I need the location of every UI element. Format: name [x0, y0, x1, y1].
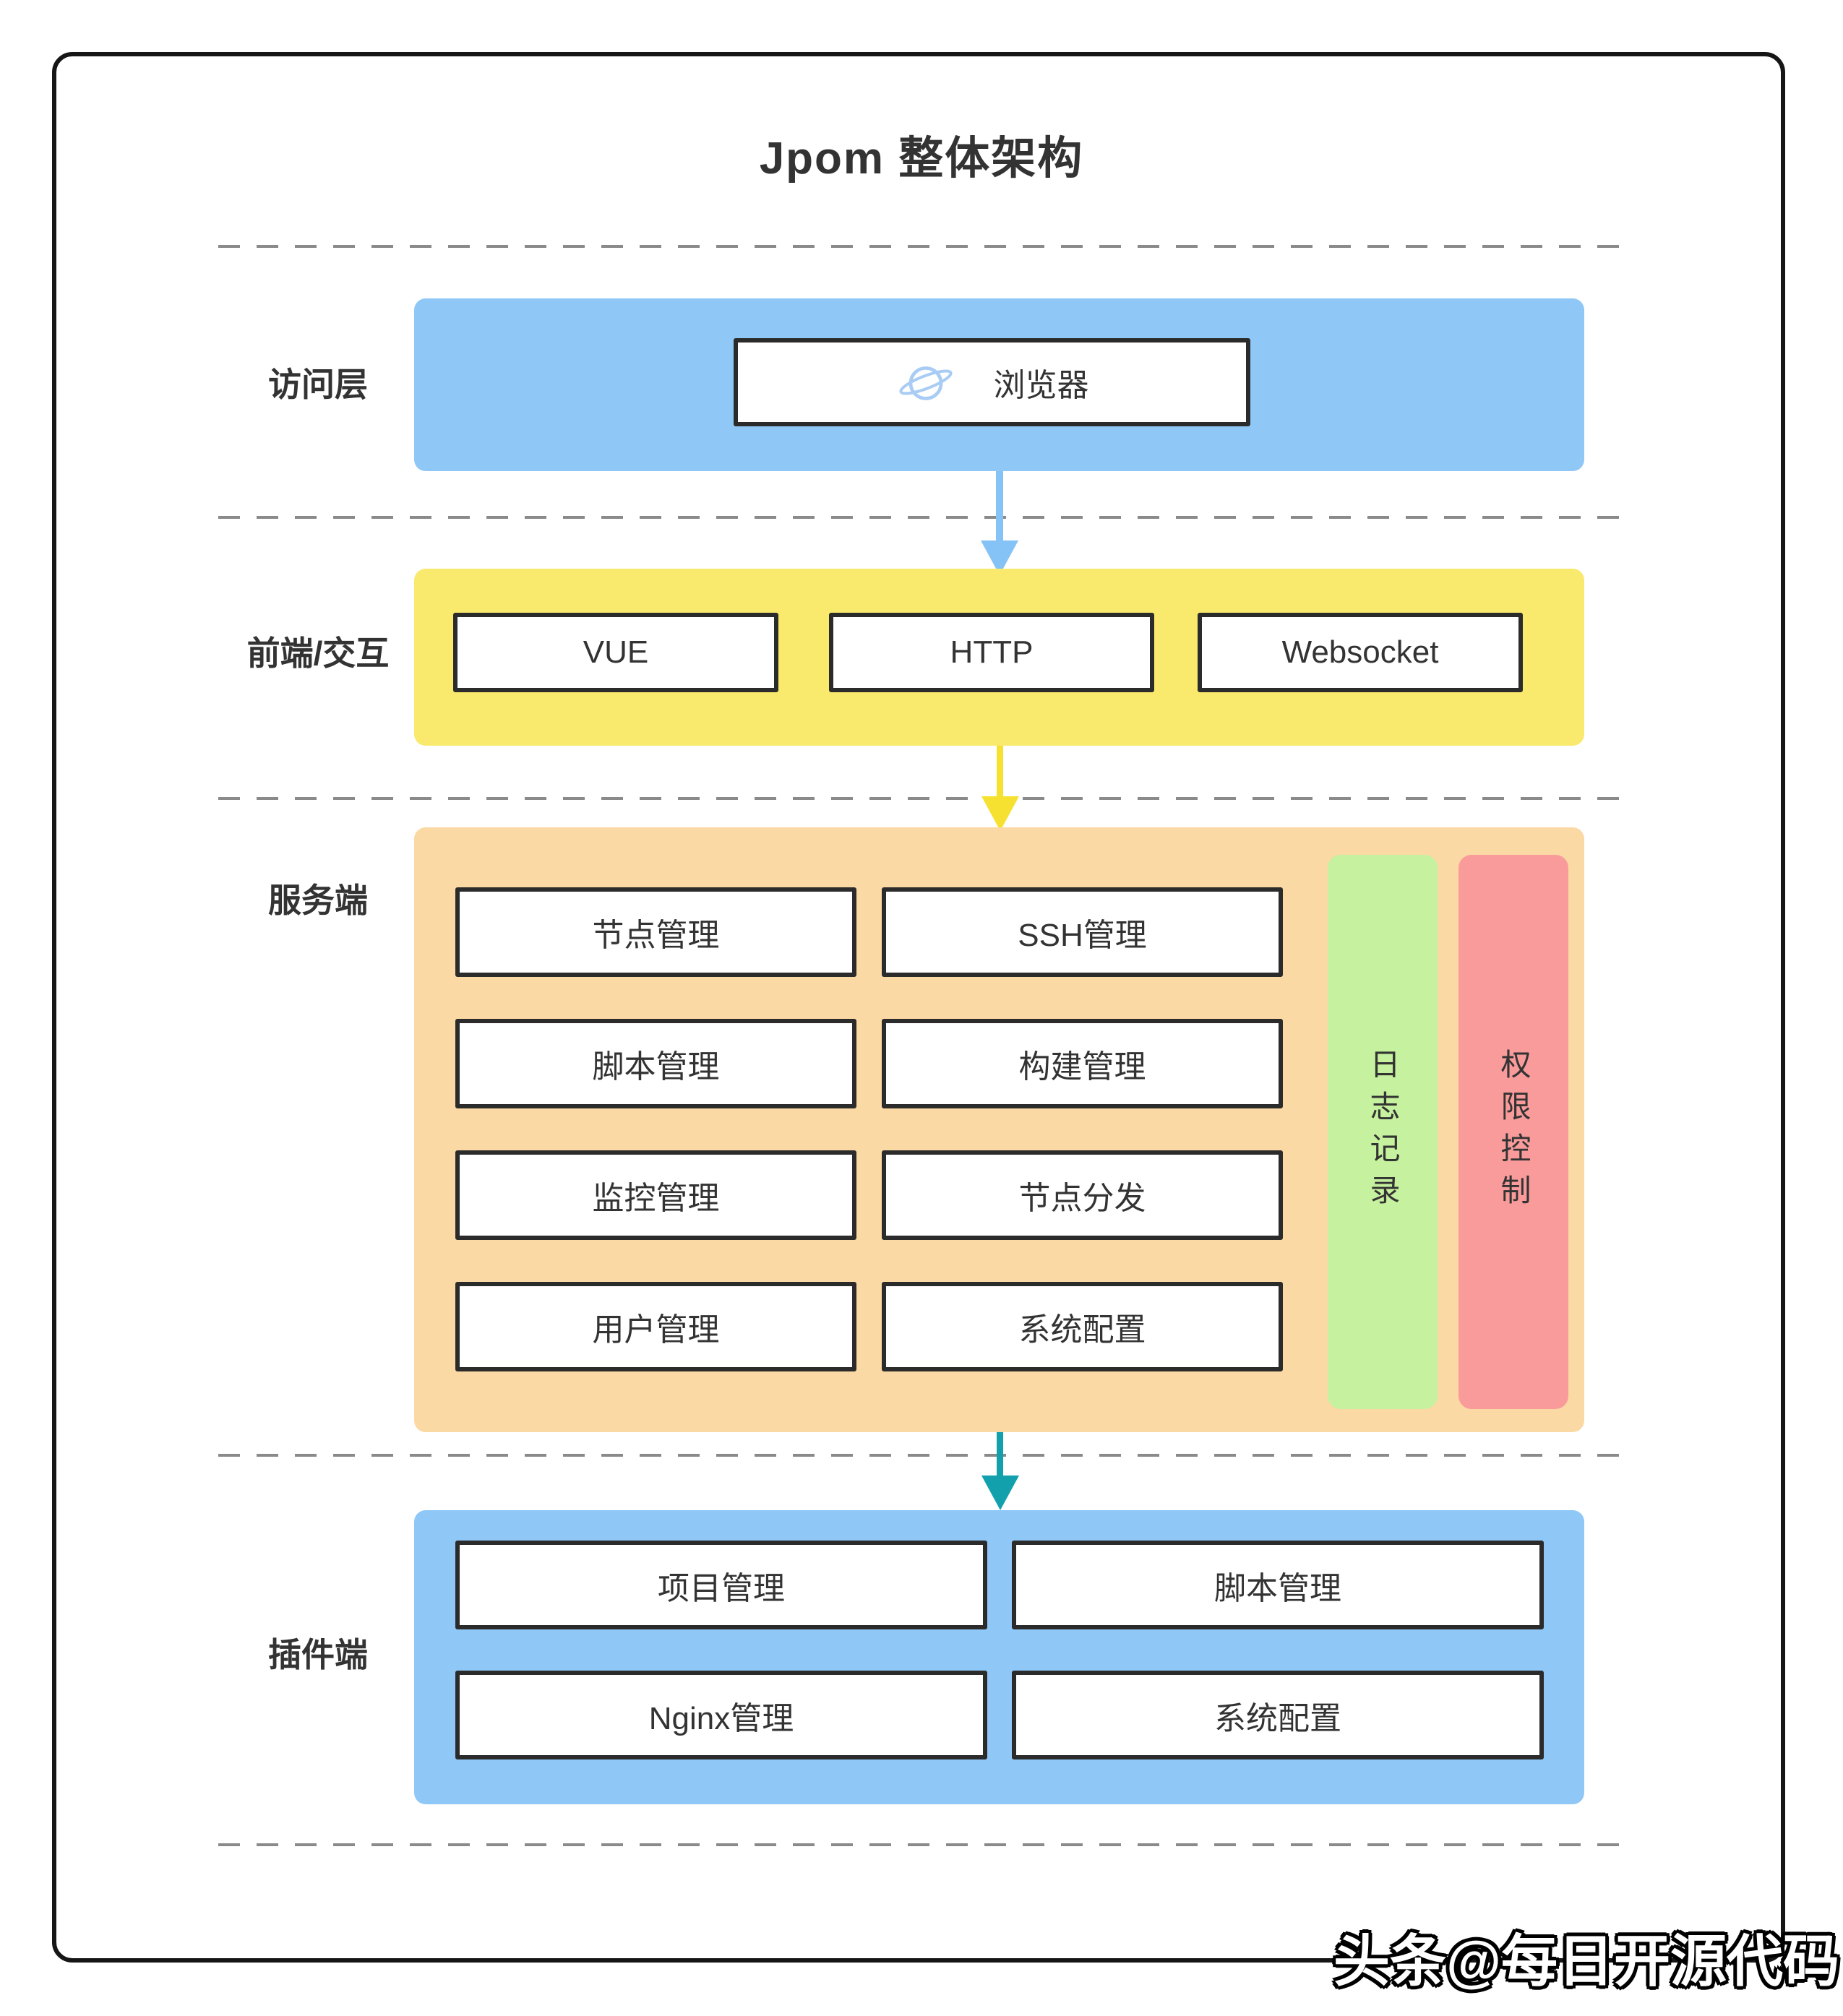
dashed-separator: [218, 516, 1628, 519]
node-label: 用户管理: [592, 1312, 720, 1348]
dashed-separator: [218, 245, 1628, 248]
arrow-shaft: [997, 1432, 1003, 1478]
arrow-head-icon: [981, 1476, 1019, 1510]
dashed-separator: [218, 1454, 1628, 1457]
browser-node: 浏览器: [734, 338, 1250, 426]
node-label: Websocket: [1281, 634, 1439, 670]
frontend-node-vue: VUE: [453, 613, 778, 692]
diagram-title: Jpom 整体架构: [759, 134, 1084, 184]
frontend-node-http: HTTP: [829, 613, 1154, 692]
layer-frontend: VUE HTTP Websocket: [414, 569, 1584, 746]
watermark: 头条@每日开源代码: [1333, 1929, 1840, 1993]
layer-label-plugin: 插件端: [268, 1636, 368, 1673]
arrow-head-icon: [981, 796, 1019, 831]
node-label: 节点分发: [1018, 1181, 1146, 1216]
layer-label-frontend: 前端/交互: [246, 634, 390, 672]
node-label: 脚本管理: [1214, 1570, 1341, 1606]
sidebar-label: 日志记录: [1366, 1048, 1400, 1216]
sidebar-permission-control: 权限控制: [1458, 855, 1568, 1409]
node-label: SSH管理: [1018, 918, 1147, 953]
server-node-node-management: 节点管理: [455, 887, 856, 977]
node-label: 构建管理: [1018, 1049, 1146, 1085]
node-label: 系统配置: [1018, 1312, 1146, 1348]
node-label: 脚本管理: [592, 1049, 720, 1085]
browser-label: 浏览器: [993, 368, 1089, 403]
server-node-user-management: 用户管理: [455, 1282, 856, 1371]
layer-access: 浏览器: [414, 298, 1584, 471]
node-label: Nginx管理: [648, 1700, 794, 1736]
planet-icon: [898, 366, 953, 400]
plugin-node-script-management: 脚本管理: [1012, 1541, 1544, 1629]
frontend-node-websocket: Websocket: [1198, 613, 1523, 692]
server-node-system-config: 系统配置: [882, 1282, 1283, 1371]
dashed-separator: [218, 797, 1628, 800]
dashed-separator: [218, 1843, 1628, 1846]
server-node-script-management: 脚本管理: [455, 1019, 856, 1108]
arrow-shaft: [996, 471, 1003, 543]
layer-label-access: 访问层: [268, 366, 368, 403]
node-label: VUE: [583, 634, 649, 670]
layer-server: 节点管理 SSH管理 脚本管理 构建管理 监控管理 节点分发 用户管理 系统配置…: [414, 827, 1584, 1432]
server-node-monitor-management: 监控管理: [455, 1150, 856, 1240]
node-label: 系统配置: [1214, 1700, 1341, 1736]
server-node-node-distribution: 节点分发: [882, 1150, 1283, 1240]
plugin-node-system-config: 系统配置: [1012, 1671, 1544, 1759]
layer-label-server: 服务端: [268, 882, 368, 919]
node-label: 项目管理: [658, 1570, 785, 1606]
sidebar-label: 权限控制: [1497, 1048, 1531, 1216]
plugin-node-project-management: 项目管理: [455, 1541, 987, 1629]
sidebar-log-recording: 日志记录: [1328, 855, 1438, 1409]
plugin-node-nginx-management: Nginx管理: [455, 1671, 987, 1759]
server-node-ssh-management: SSH管理: [882, 887, 1283, 977]
node-label: 监控管理: [592, 1181, 720, 1216]
arrow-shaft: [997, 746, 1003, 799]
node-label: 节点管理: [592, 918, 720, 953]
layer-plugin: 项目管理 脚本管理 Nginx管理 系统配置: [414, 1510, 1584, 1804]
server-node-build-management: 构建管理: [882, 1019, 1283, 1108]
node-label: HTTP: [950, 634, 1034, 670]
